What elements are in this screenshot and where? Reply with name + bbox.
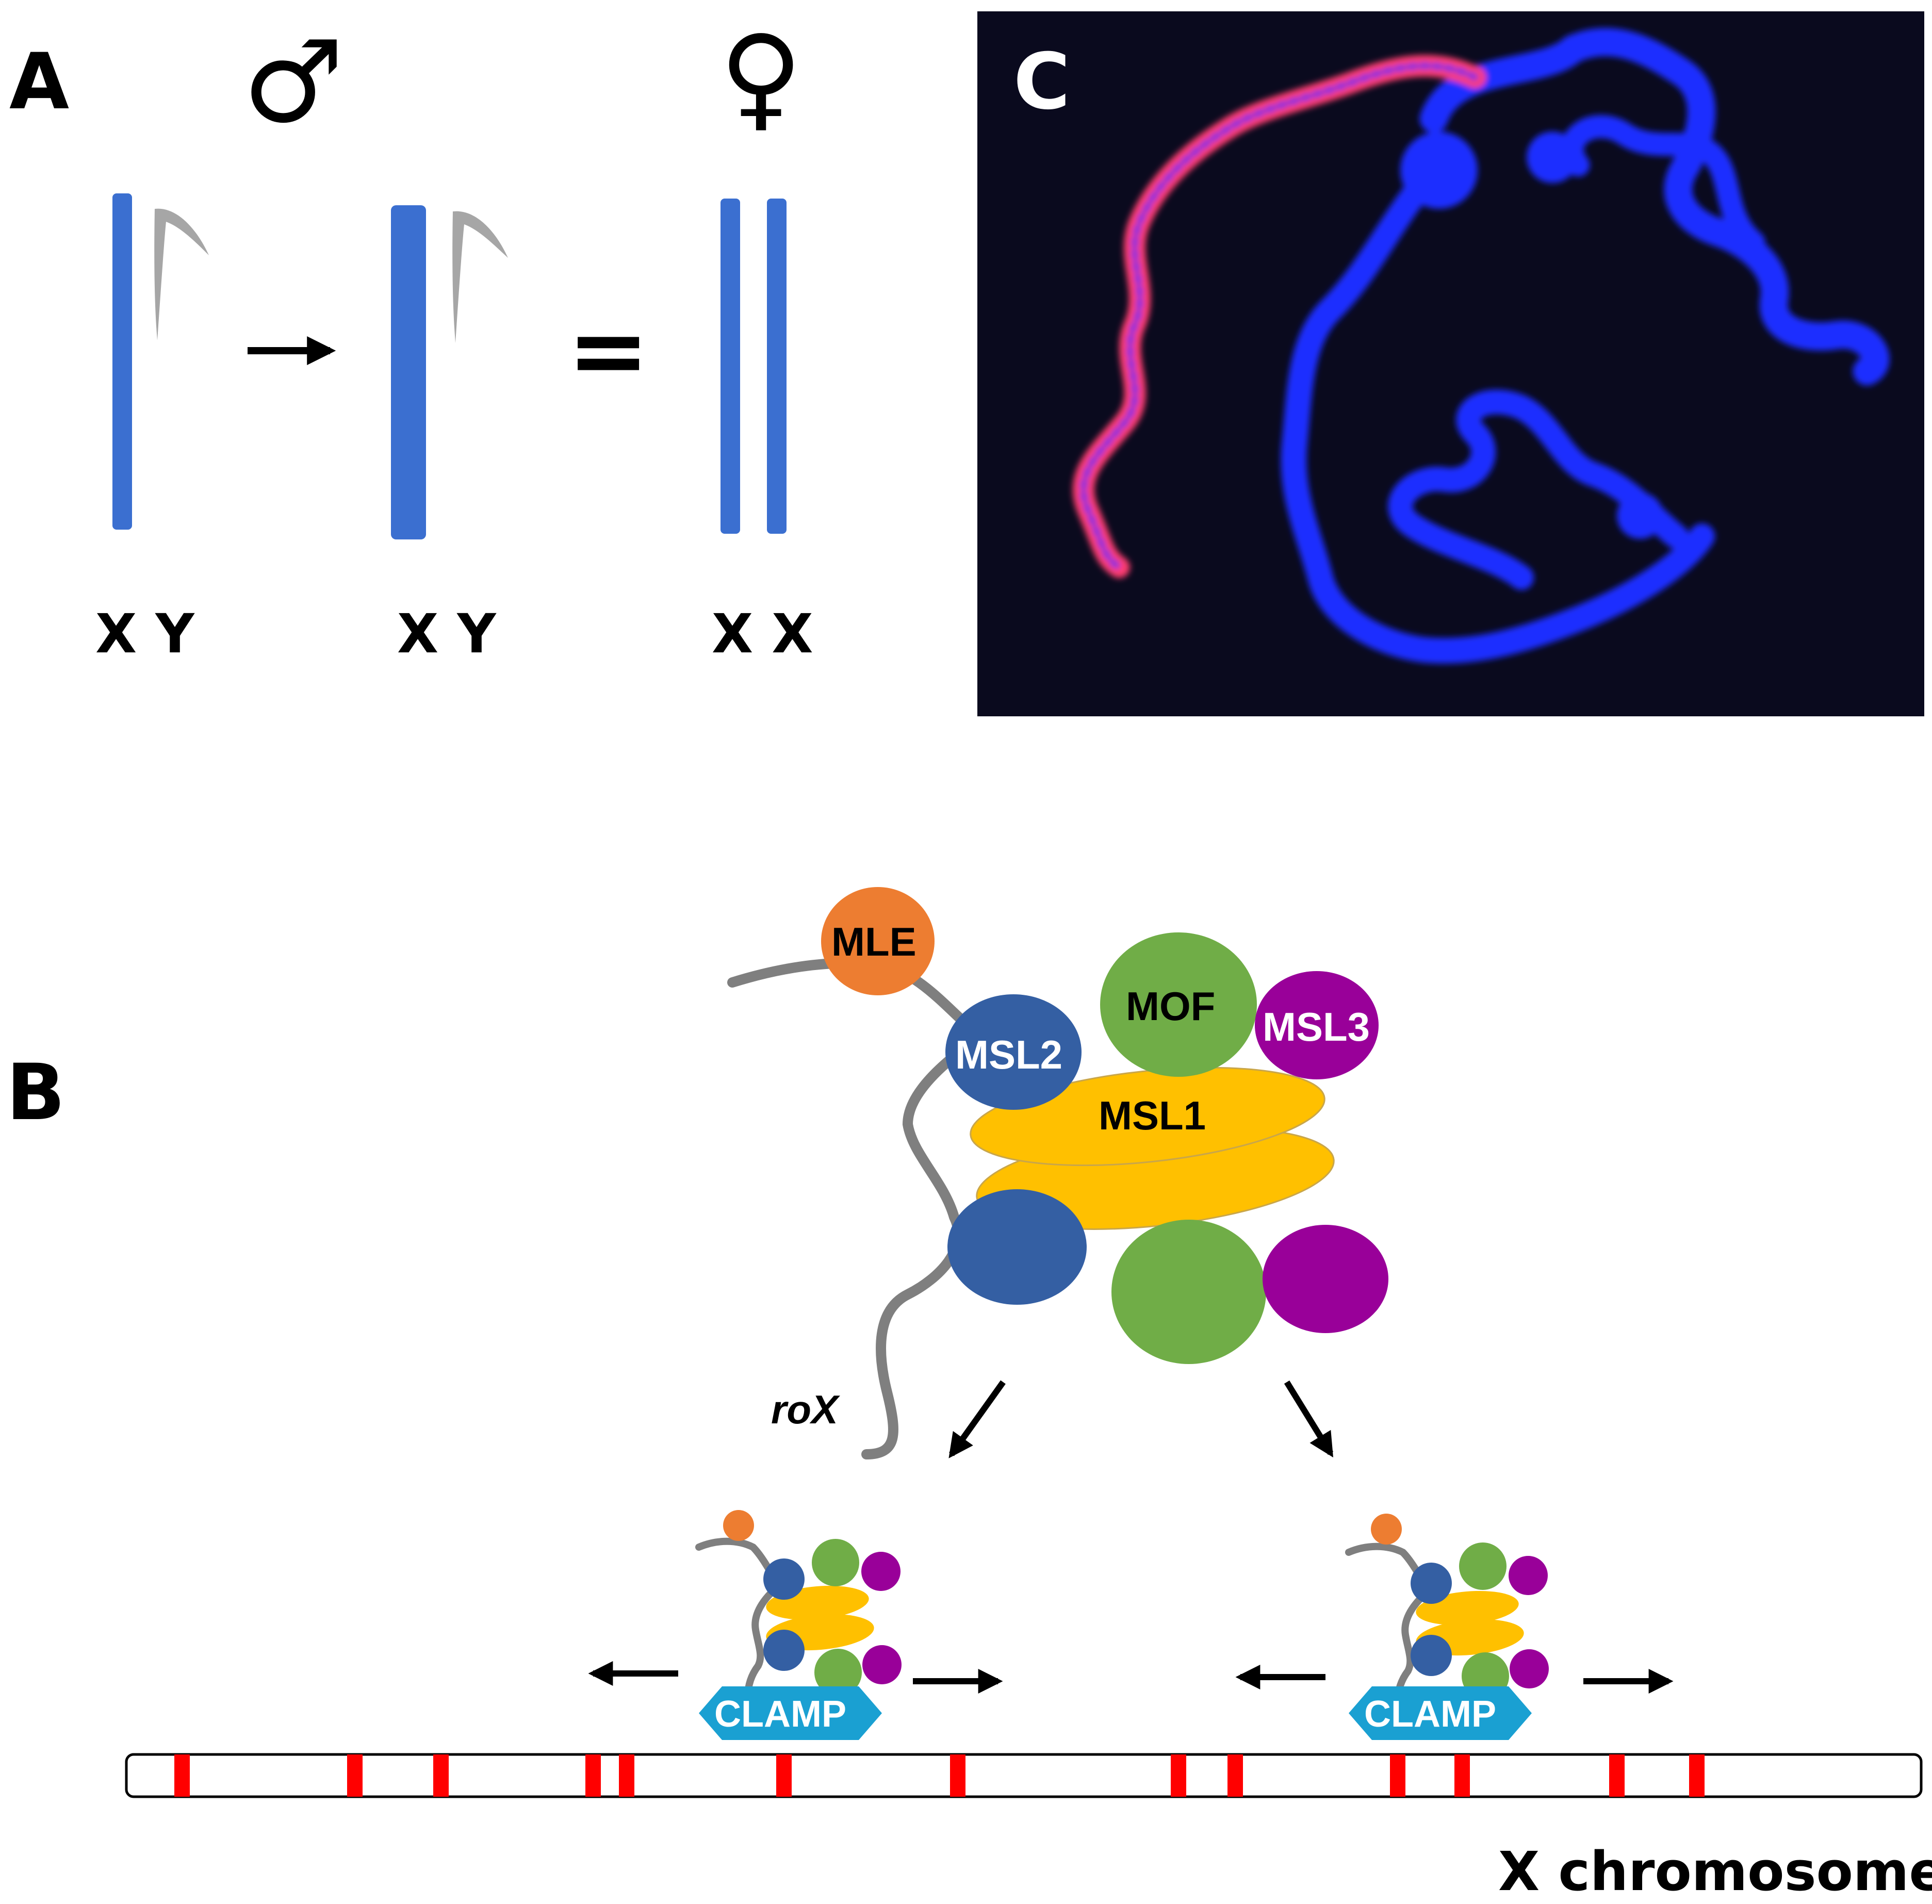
x-chromosome-male-upregulated [391, 205, 426, 539]
mle-small [723, 1510, 754, 1541]
hat-site [433, 1754, 449, 1797]
rox-rna-small-right [1345, 1542, 1434, 1705]
clamp-left [699, 1686, 882, 1740]
mof-label: MOF [1126, 983, 1215, 1029]
hat-site [1689, 1754, 1705, 1797]
mle-label: MLE [831, 919, 916, 964]
msl3-small-upper [861, 1552, 900, 1591]
panel-c-label: C [1013, 37, 1070, 127]
rox-rna-small [695, 1537, 784, 1700]
msl2-small-right-lower [1411, 1635, 1452, 1676]
male-symbol: ♂ [242, 16, 344, 148]
female-symbol: ♀ [719, 11, 803, 143]
hat-site [585, 1754, 601, 1797]
autosome-arm-3 [1388, 389, 1689, 590]
arrow-to-left-site [948, 1380, 1006, 1458]
polytene-chromosomes [1072, 28, 1890, 664]
msl-complex-small-left: CLAMP [695, 1510, 902, 1740]
msl2-small-right-upper [1411, 1563, 1452, 1604]
panel-c: C [977, 11, 1924, 716]
panel-a: A ♂ ♀ = X Y X Y X X [9, 11, 813, 665]
msl3-small-lower [862, 1645, 902, 1684]
hat-site [1454, 1754, 1470, 1797]
x-chromosome-label: X chromosome [1498, 1840, 1932, 1903]
clamp-right [1349, 1686, 1532, 1740]
mof-small-lower [814, 1649, 862, 1696]
micrograph-background [977, 11, 1924, 716]
hat-site [950, 1754, 965, 1797]
y-chromosome-male-basal [154, 208, 209, 340]
autosome-arm-4 [1560, 115, 1765, 254]
x-chromosome-female-2 [767, 199, 787, 534]
rox-rna [727, 958, 989, 1459]
equals-sign: = [567, 293, 649, 407]
chromocenter-lobe [1527, 132, 1578, 183]
mof-upper [1100, 932, 1257, 1077]
msl2-lower [947, 1189, 1087, 1305]
msl3-lower [1263, 1225, 1388, 1333]
x-chromosome-female-1 [721, 199, 740, 534]
msl2-label: MSL2 [955, 1032, 1062, 1077]
autosome-arm-1 [1419, 28, 1890, 386]
hat-site [1390, 1754, 1405, 1797]
autosome-puff [1617, 493, 1663, 539]
msl1-label: MSL1 [1099, 1093, 1206, 1138]
autosome-arm-2 [1281, 157, 1715, 664]
genotype-label-1: X Y [95, 602, 195, 665]
chromocenter [1400, 132, 1478, 209]
y-chromosome-male-upregulated [452, 211, 508, 343]
msl3-small-right-lower [1510, 1649, 1549, 1688]
clamp-right-label: CLAMP [1364, 1694, 1496, 1735]
mle [821, 887, 935, 995]
msl3-label: MSL3 [1263, 1004, 1370, 1049]
x-chromosome-male-basal [112, 193, 132, 530]
hat-site [1227, 1754, 1243, 1797]
msl2-small-lower [763, 1630, 805, 1671]
genotype-label-2: X Y [397, 602, 497, 665]
msl3-upper [1255, 971, 1379, 1079]
x-chromosome-bar [125, 1753, 1923, 1798]
x-chromosome-dapi-bands [1079, 62, 1479, 571]
msl-complex-small-right: CLAMP [1345, 1514, 1549, 1740]
genotype-label-3: X X [712, 602, 813, 665]
hat-site [347, 1754, 363, 1797]
panel-b: B roX MSL1 MLE MSL2 MOF MSL3 [6, 887, 1932, 1903]
msl2-upper [945, 994, 1082, 1110]
hat-site [174, 1754, 190, 1797]
hat-site [776, 1754, 792, 1797]
mof-lower [1111, 1220, 1266, 1364]
msl-complex-large: roX MSL1 MLE MSL2 MOF MSL3 [727, 887, 1388, 1459]
msl3-small-right-upper [1509, 1556, 1548, 1595]
hat-site [619, 1754, 634, 1797]
hat-sites [174, 1754, 1705, 1797]
mof-small-upper [812, 1539, 859, 1586]
hat-site [1609, 1754, 1625, 1797]
clamp-left-label: CLAMP [714, 1694, 846, 1735]
hat-site [1171, 1754, 1186, 1797]
panel-b-label: B [6, 1048, 65, 1138]
mle-small-right [1371, 1514, 1402, 1545]
mof-small-right-upper [1459, 1542, 1507, 1590]
panel-a-label: A [9, 37, 69, 127]
rox-label: roX [771, 1387, 840, 1432]
msl2-small-upper [763, 1558, 805, 1600]
arrow-to-right-site [1284, 1380, 1334, 1458]
